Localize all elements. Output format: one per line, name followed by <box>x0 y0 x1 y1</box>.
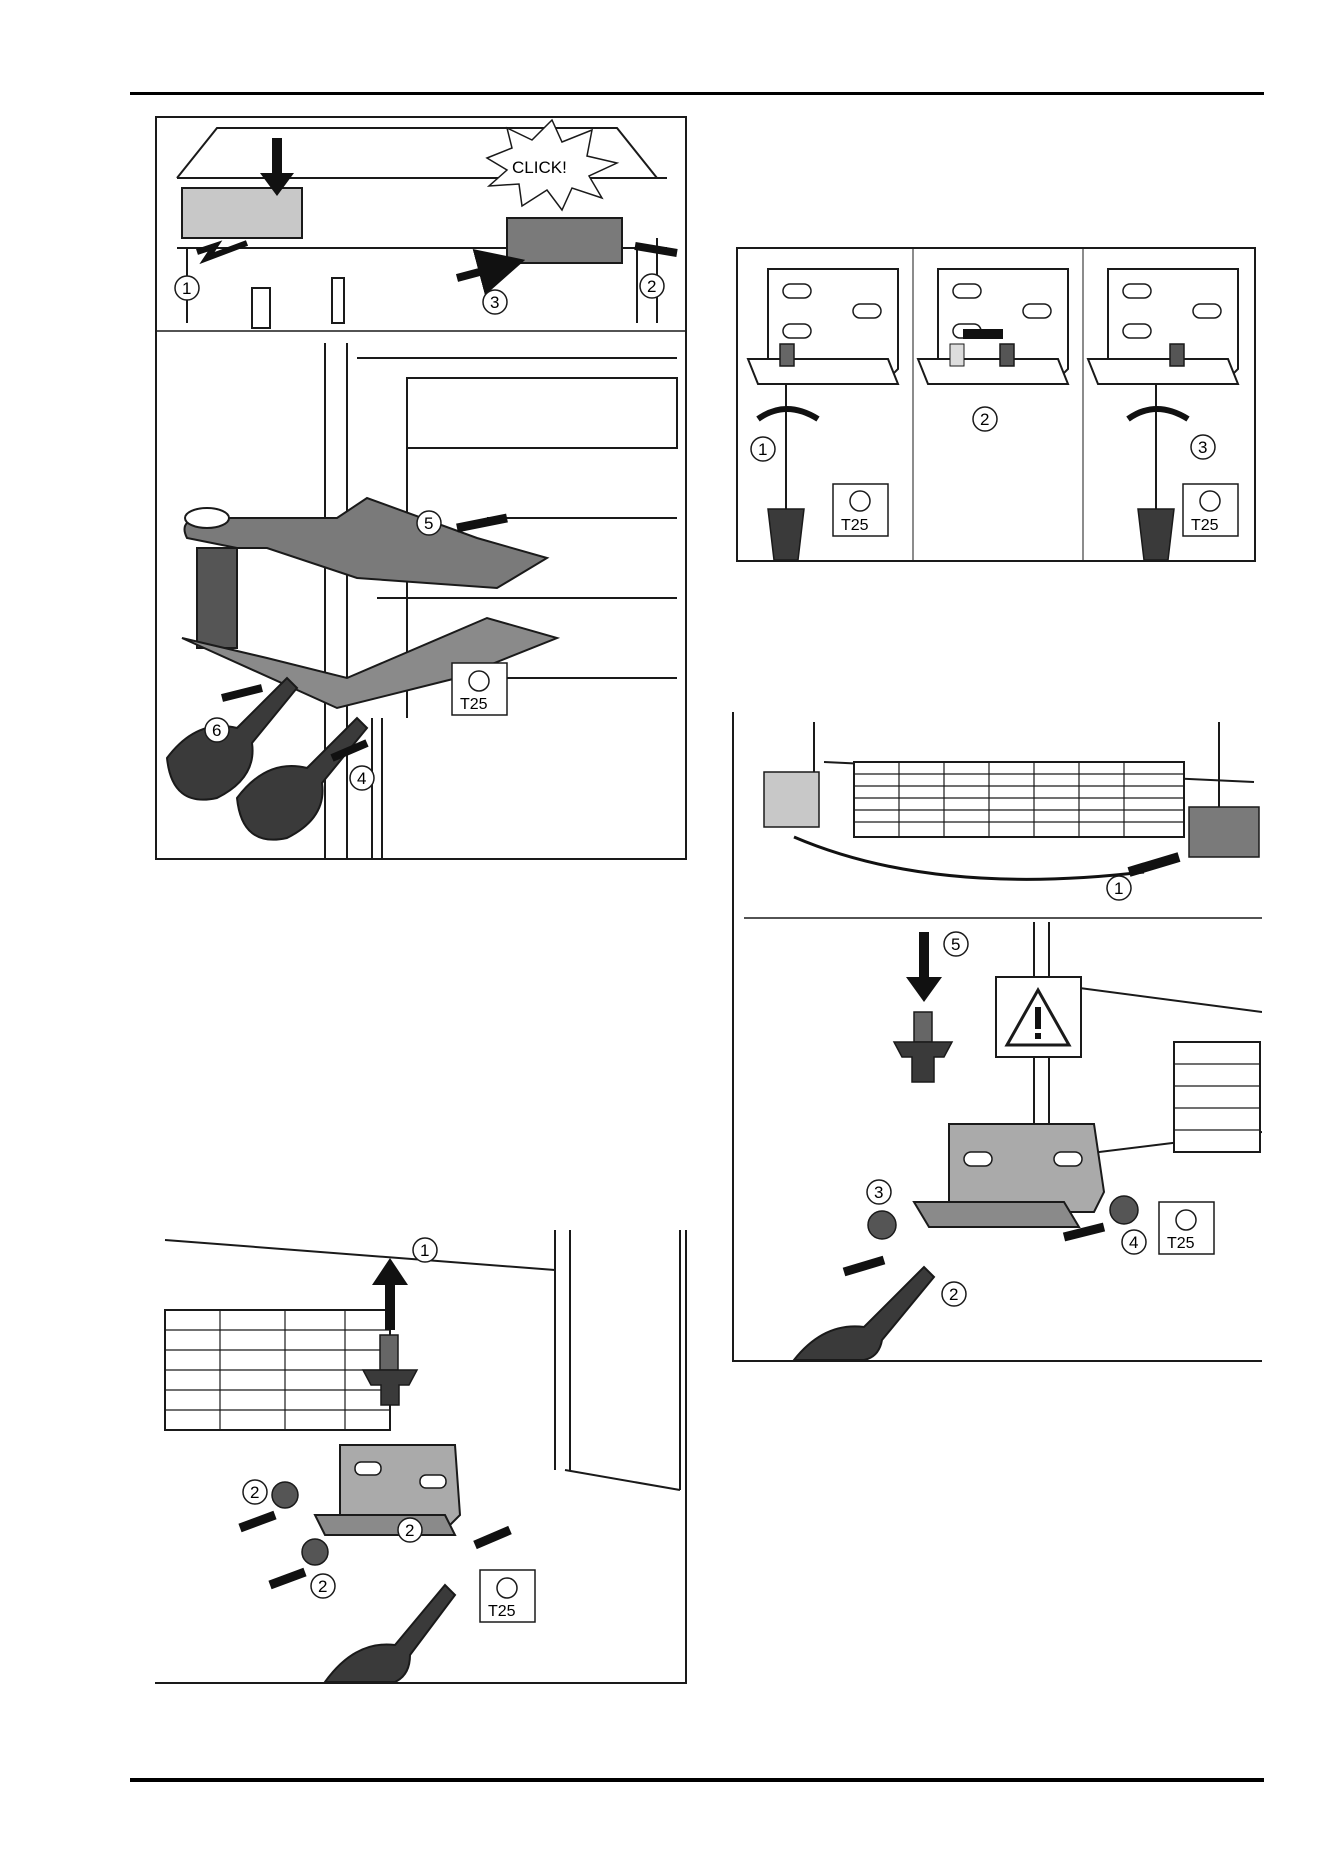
step-badge-2a: 2 <box>243 1480 267 1504</box>
svg-text:2: 2 <box>949 1285 958 1304</box>
step-badge-1: 1 <box>1107 876 1131 900</box>
figure-b-drawing: 1 T25 2 3 T25 <box>738 249 1254 560</box>
step-badge-6: 6 <box>205 718 229 742</box>
svg-text:6: 6 <box>212 721 221 740</box>
svg-text:1: 1 <box>758 440 767 459</box>
grille-side <box>1174 1042 1260 1152</box>
svg-text:4: 4 <box>1129 1233 1138 1252</box>
arrow-right-icon-2 <box>844 1260 884 1272</box>
figure-d-drawing: 1 2 2 2 T25 <box>155 1230 685 1682</box>
screw-4 <box>1110 1196 1138 1224</box>
footer-rule <box>130 1778 1264 1782</box>
figure-a-drawing: CLICK! 1 2 3 5 6 4 T25 <box>157 118 685 858</box>
grille <box>854 762 1184 837</box>
arrow-left-icon <box>197 243 247 258</box>
step-badge-3: 3 <box>867 1180 891 1204</box>
figure-c-drawing: 1 5 3 4 2 T25 <box>734 712 1262 1360</box>
torx-icon <box>850 491 870 511</box>
torx-icon <box>1200 491 1220 511</box>
screwdriver <box>325 1585 455 1682</box>
rotate-arrow-icon-1 <box>758 409 818 419</box>
step-badge-3: 3 <box>1191 435 1215 459</box>
svg-text:3: 3 <box>490 293 499 312</box>
step-badge-2: 2 <box>942 1282 966 1306</box>
svg-text:2: 2 <box>980 410 989 429</box>
screw-upper-left <box>272 1482 298 1508</box>
header-rule <box>130 92 1264 95</box>
step-badge-1: 1 <box>413 1238 437 1262</box>
arrow-right-icon-6 <box>222 688 262 698</box>
arrow-right-icon-3 <box>457 266 502 278</box>
figure-pin-adjustment: 1 T25 2 3 T25 <box>736 247 1256 562</box>
screw-3 <box>868 1211 896 1239</box>
svg-text:T25: T25 <box>841 517 869 534</box>
arrow-right-icon-5 <box>457 518 507 528</box>
svg-text:2: 2 <box>318 1577 327 1596</box>
svg-text:2: 2 <box>647 277 656 296</box>
step-badge-1: 1 <box>751 437 775 461</box>
figure-cover-and-hinge-mount: CLICK! 1 2 3 5 6 4 T25 <box>155 116 687 860</box>
arrow-left-icon-b <box>270 1572 305 1585</box>
svg-text:2: 2 <box>250 1483 259 1502</box>
arrow-down-icon <box>906 932 942 1002</box>
panel-2: 2 <box>918 269 1068 431</box>
click-text: CLICK! <box>512 158 567 177</box>
svg-text:1: 1 <box>420 1241 429 1260</box>
arrow-right-icon <box>1129 857 1179 872</box>
hinge-pin <box>894 1042 952 1082</box>
svg-text:T25: T25 <box>488 1603 516 1620</box>
svg-text:1: 1 <box>1114 879 1123 898</box>
step-badge-4: 4 <box>350 766 374 790</box>
torx-icon <box>497 1578 517 1598</box>
cover-cap-right <box>507 218 622 263</box>
svg-text:T25: T25 <box>460 696 488 713</box>
svg-text:4: 4 <box>357 769 366 788</box>
curved-arrow-icon <box>794 837 1144 879</box>
svg-text:T25: T25 <box>1191 517 1219 534</box>
step-badge-4: 4 <box>1122 1230 1146 1254</box>
screwdriver <box>794 1267 934 1360</box>
svg-text:5: 5 <box>951 935 960 954</box>
cover-cap-right <box>1189 807 1259 857</box>
svg-text:1: 1 <box>182 279 191 298</box>
svg-text:5: 5 <box>424 514 433 533</box>
step-badge-2c: 2 <box>398 1518 422 1542</box>
figure-hinge-removal: 1 2 2 2 T25 <box>155 1230 687 1684</box>
step-badge-1: 1 <box>175 276 199 300</box>
hinge-bracket <box>949 1124 1104 1212</box>
arrow-left-icon-2 <box>635 246 677 253</box>
svg-text:3: 3 <box>874 1183 883 1202</box>
step-badge-2: 2 <box>640 274 664 298</box>
svg-text:3: 3 <box>1198 438 1207 457</box>
arrow-left-icon-a <box>240 1515 275 1528</box>
panel-3: 3 T25 <box>1088 269 1238 560</box>
step-badge-3: 3 <box>483 290 507 314</box>
figure-grille-and-hinge-refit: 1 5 3 4 2 T25 <box>732 712 1262 1362</box>
arrow-left-icon-c <box>475 1530 510 1545</box>
torx-icon <box>1176 1210 1196 1230</box>
step-badge-2: 2 <box>973 407 997 431</box>
rotate-arrow-icon-3 <box>1128 409 1188 419</box>
torx-icon <box>469 671 489 691</box>
arrow-right-icon-4 <box>1064 1227 1104 1237</box>
step-badge-5: 5 <box>944 932 968 956</box>
screw-lower-left <box>302 1539 328 1565</box>
hinge-bracket <box>185 498 548 588</box>
step-badge-2b: 2 <box>311 1574 335 1598</box>
cover-cap-left <box>764 772 819 827</box>
svg-text:2: 2 <box>405 1521 414 1540</box>
cover-cap-left <box>182 188 302 238</box>
panel-1: 1 T25 <box>748 269 898 560</box>
svg-text:T25: T25 <box>1167 1235 1195 1252</box>
step-badge-5: 5 <box>417 511 441 535</box>
